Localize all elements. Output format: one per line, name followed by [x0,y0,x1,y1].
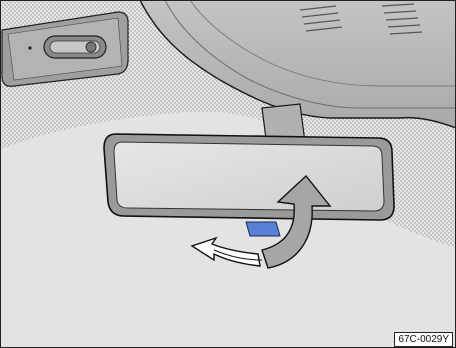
rearview-mirror [104,134,394,220]
mirror-glass [114,142,384,211]
release-tab [246,222,280,236]
figure-code: 67C-0029Y [394,332,453,347]
